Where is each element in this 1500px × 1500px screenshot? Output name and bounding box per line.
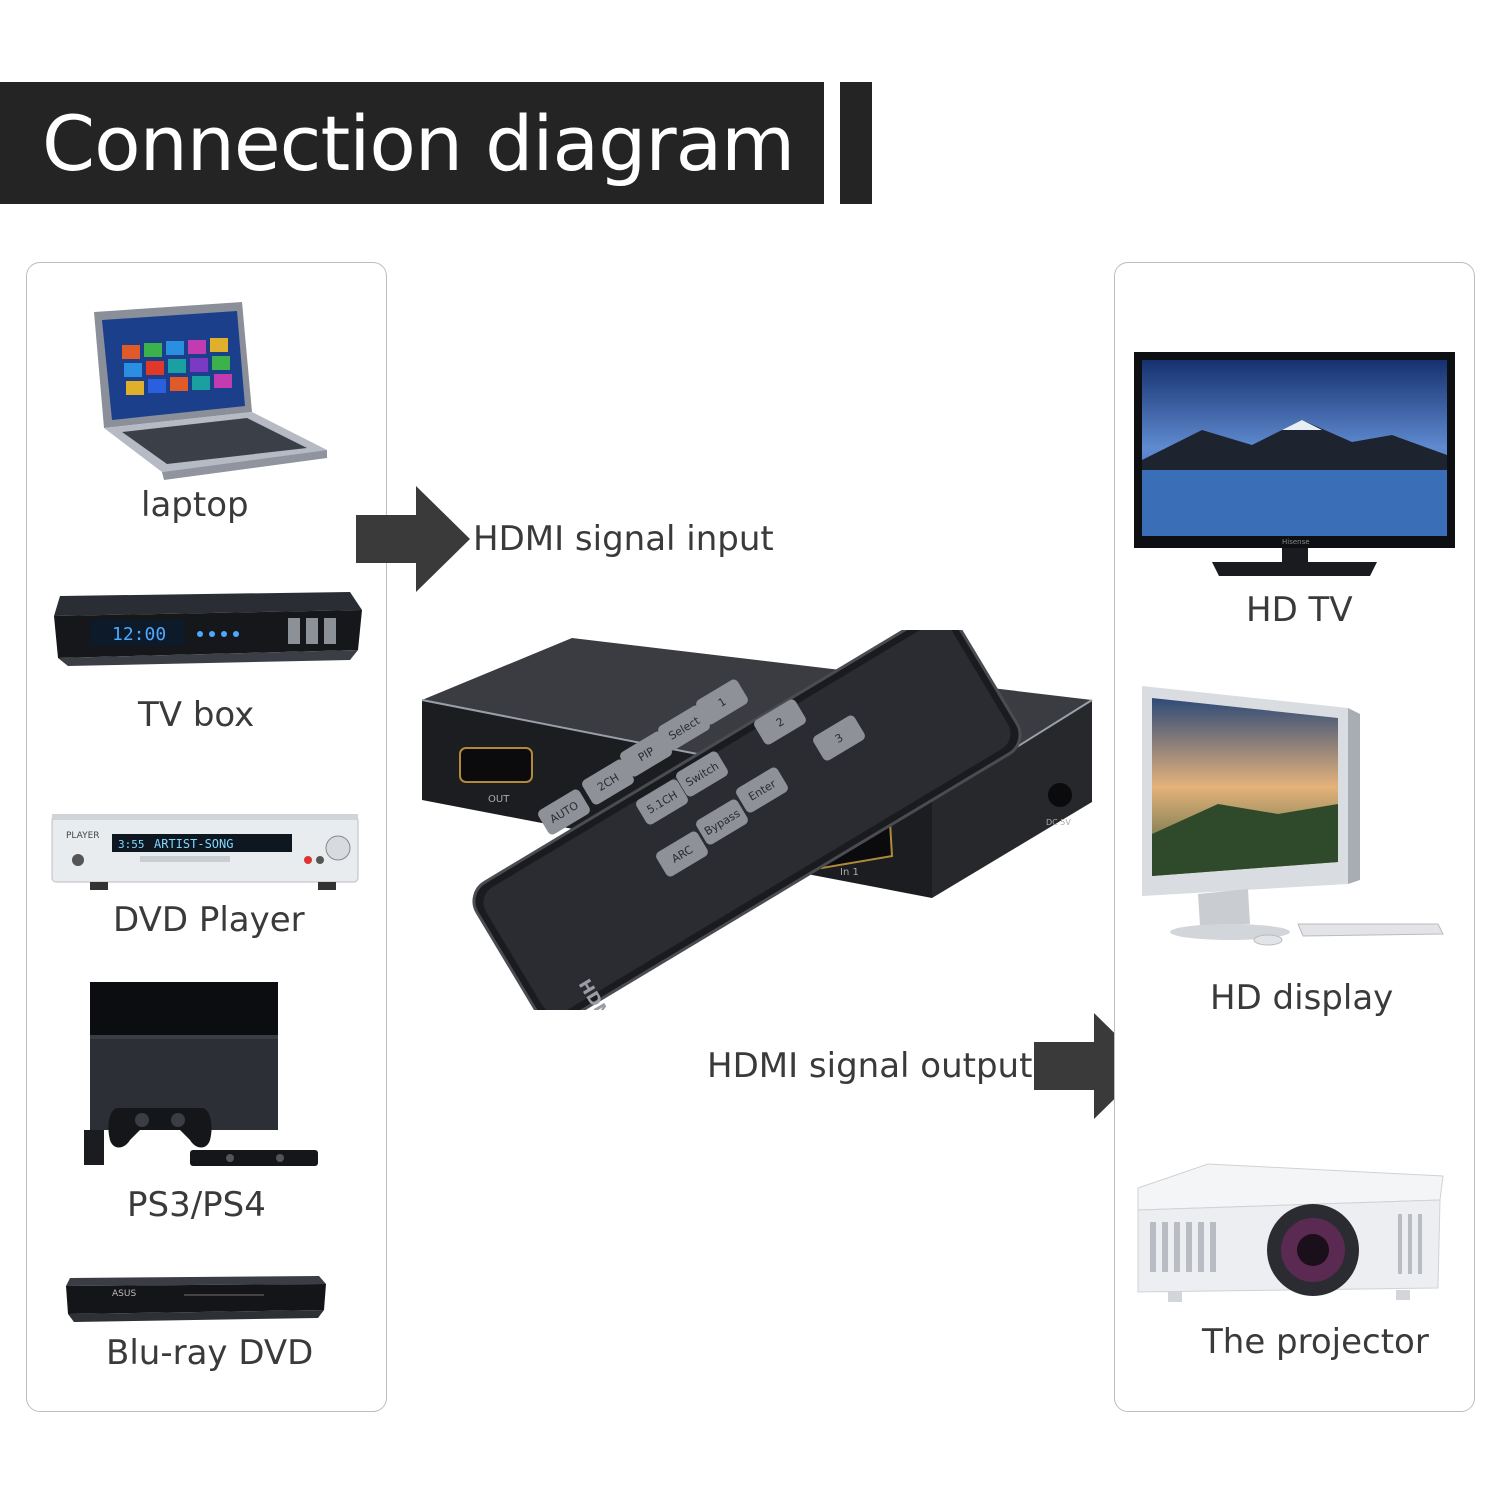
switch-out-port-label: OUT (488, 794, 510, 805)
game-console-icon (80, 980, 325, 1175)
output-label-hd-display: HD display (1210, 978, 1394, 1018)
switch-power-label: DC 5V (1046, 818, 1071, 827)
bluray-brand: ASUS (112, 1289, 136, 1299)
input-arrow-icon (356, 486, 474, 592)
switch-in-port-label: In 1 (840, 867, 859, 878)
dvd-brand: PLAYER (66, 831, 100, 841)
source-label-laptop: laptop (141, 485, 249, 525)
dvd-display: ARTIST-SONG (154, 837, 233, 851)
output-label-projector: The projector (1202, 1322, 1429, 1362)
source-label-blu-ray-dvd: Blu-ray DVD (106, 1333, 314, 1373)
title-banner (0, 82, 824, 204)
tv-box-icon: 12:00 (50, 588, 365, 668)
tv-brand: Hisense (1282, 538, 1310, 546)
hdmi-input-label: HDMI signal input (473, 519, 774, 559)
tv-icon: Hisense (1132, 350, 1457, 580)
output-label-hd-tv: HD TV (1246, 590, 1353, 630)
source-label-tv-box: TV box (138, 695, 255, 735)
laptop-icon (82, 300, 332, 480)
title-banner-accent (840, 82, 872, 204)
page-title: Connection diagram (42, 99, 795, 188)
monitor-icon (1138, 684, 1448, 954)
remote-control: 1 2 3 Select PIP Switch 2CH 5.1CH Enter … (412, 630, 1102, 1010)
source-label-ps3-ps4: PS3/PS4 (127, 1185, 266, 1225)
tvbox-clock: 12:00 (112, 624, 166, 645)
dvd-clock: 3:55 (118, 838, 145, 851)
projector-icon (1128, 1160, 1450, 1310)
hdmi-output-label: HDMI signal output (707, 1046, 1033, 1086)
blu-ray-player-icon: ASUS (64, 1268, 329, 1328)
dvd-player-icon: PLAYER 3:55 ARTIST-SONG (50, 808, 360, 893)
source-label-dvd-player: DVD Player (113, 900, 305, 940)
